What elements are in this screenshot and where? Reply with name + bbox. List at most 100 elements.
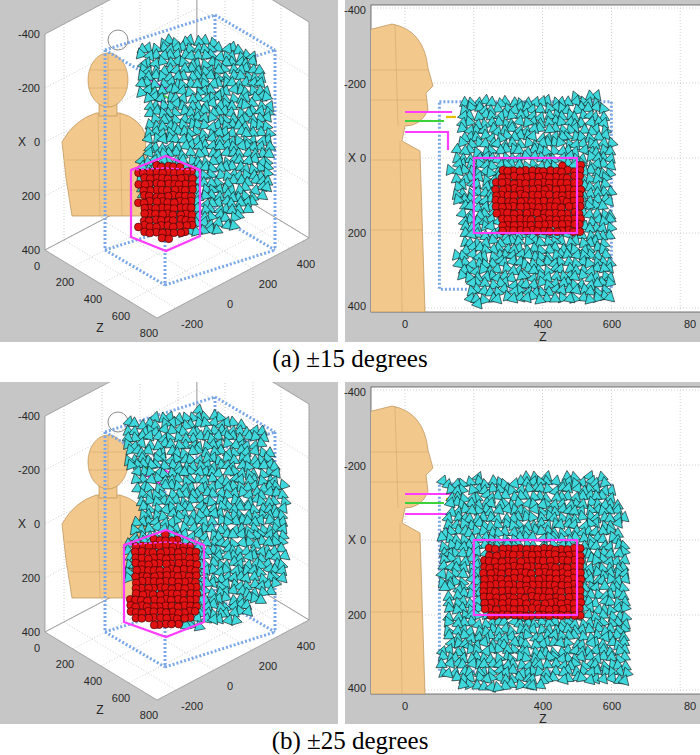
workspace-point-cloud <box>453 258 464 269</box>
workspace-point-cloud <box>214 140 225 150</box>
workspace-bound-box <box>105 250 165 285</box>
axes-wall <box>197 0 309 238</box>
human-model <box>395 24 398 126</box>
grid-line <box>197 498 309 566</box>
target-point-cluster <box>134 161 196 242</box>
workspace-point-cloud <box>257 189 268 199</box>
workspace-point-cloud <box>144 522 155 532</box>
grid-line <box>309 22 310 238</box>
human-model <box>371 230 423 231</box>
workspace-point-cloud <box>472 298 483 309</box>
human-model <box>98 495 100 598</box>
workspace-bound-box <box>104 432 107 632</box>
workspace-point-cloud <box>458 136 469 147</box>
workspace-point-cloud <box>143 147 154 158</box>
human-model <box>98 113 100 216</box>
workspace-point-cloud <box>262 91 273 102</box>
workspace-point-cloud <box>227 528 238 538</box>
workspace-point-cloud <box>185 50 196 61</box>
target-point-cluster <box>189 186 197 194</box>
target-point-cluster <box>545 191 553 199</box>
workspace-point-cloud <box>212 224 223 234</box>
workspace-bound-box <box>105 397 275 667</box>
workspace-point-cloud <box>570 284 581 295</box>
human-model <box>371 160 420 161</box>
arm-link <box>405 132 448 150</box>
workspace-point-cloud <box>178 466 189 476</box>
target-point-cluster <box>141 210 149 218</box>
target-point-cluster <box>146 229 154 237</box>
workspace-point-cloud <box>584 285 595 295</box>
workspace-point-cloud <box>194 148 205 158</box>
workspace-point-cloud <box>144 92 155 103</box>
workspace-point-cloud <box>208 111 218 122</box>
arm-link <box>405 120 444 122</box>
workspace-point-cloud <box>507 292 518 303</box>
workspace-point-cloud <box>263 536 274 546</box>
target-point-cluster <box>553 228 561 236</box>
workspace-point-cloud <box>604 145 615 155</box>
workspace-point-cloud <box>136 77 147 87</box>
workspace-point-cloud <box>233 44 244 54</box>
workspace-bound-box <box>104 50 107 250</box>
human-model <box>120 495 122 598</box>
axes-wall <box>45 0 309 318</box>
target-point-cluster <box>565 203 573 211</box>
workspace-point-cloud <box>535 236 546 247</box>
workspace-bound-box <box>165 250 275 285</box>
target-region-box <box>131 156 200 251</box>
target-point-cluster <box>492 161 585 235</box>
workspace-point-cloud <box>122 404 291 631</box>
workspace-bound-box <box>215 15 275 50</box>
workspace-bound-box <box>105 632 165 667</box>
grid-line <box>157 238 309 318</box>
workspace-point-cloud <box>223 465 234 475</box>
grid-line <box>64 406 65 622</box>
axes-3d <box>45 382 309 700</box>
grid-line <box>140 582 252 650</box>
arm-link <box>446 116 456 118</box>
grid-line <box>64 24 65 240</box>
workspace-point-cloud <box>528 264 539 274</box>
workspace-point-cloud <box>491 293 502 304</box>
grid-line <box>140 200 252 268</box>
arm-link <box>405 111 452 113</box>
workspace-point-cloud <box>229 220 240 231</box>
human-model <box>108 53 109 107</box>
workspace-point-cloud <box>165 438 176 448</box>
workspace-point-cloud <box>604 291 615 302</box>
workspace-point-cloud <box>213 63 224 73</box>
arm-link <box>405 112 456 150</box>
workspace-point-cloud <box>446 90 618 309</box>
workspace-point-cloud <box>550 292 561 302</box>
grid-line <box>371 8 700 9</box>
human-model <box>62 113 146 216</box>
grid-line <box>102 602 214 670</box>
workspace-point-cloud <box>459 145 470 155</box>
workspace-bound-box <box>165 632 275 667</box>
workspace-point-cloud <box>235 196 246 206</box>
workspace-point-cloud <box>242 203 253 213</box>
workspace-point-cloud <box>127 459 138 470</box>
axes-2d <box>371 5 700 312</box>
grid-line <box>197 62 309 130</box>
human-model <box>371 24 433 312</box>
grid-line <box>197 116 309 184</box>
target-point-cluster <box>546 228 554 236</box>
workspace-point-cloud <box>205 522 216 532</box>
workspace-point-cloud <box>564 292 575 303</box>
figure-panel <box>0 336 700 724</box>
human-model <box>371 24 433 312</box>
workspace-point-cloud <box>583 208 594 219</box>
workspace-point-cloud <box>534 103 545 113</box>
figure-panel <box>0 0 700 342</box>
workspace-point-cloud <box>131 473 142 484</box>
workspace-point-cloud <box>556 136 567 147</box>
workspace-point-cloud <box>129 417 140 427</box>
workspace-point-cloud <box>241 127 252 137</box>
grid-line <box>45 382 309 700</box>
grid-line <box>680 5 681 312</box>
grid-line <box>309 404 310 620</box>
workspace-point-cloud <box>254 64 265 74</box>
